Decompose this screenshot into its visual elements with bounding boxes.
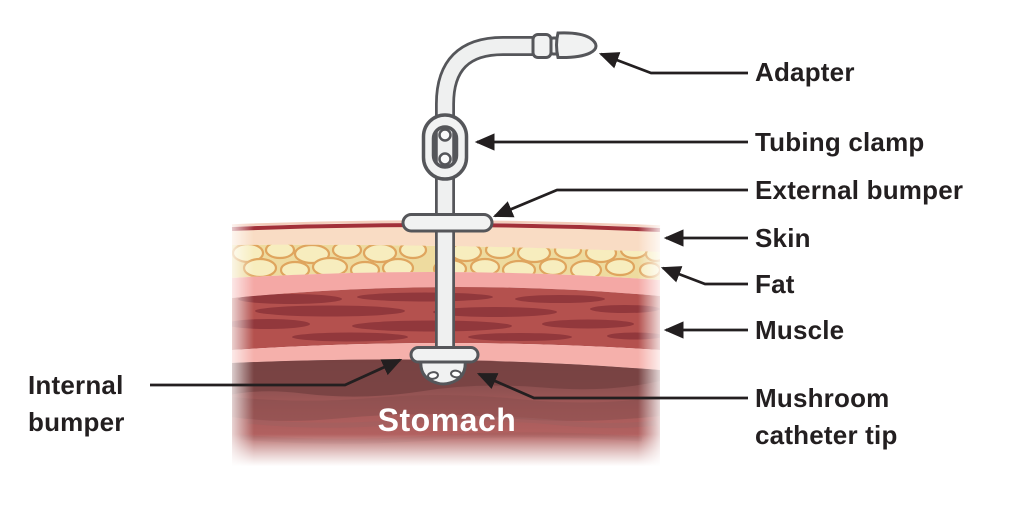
internal-bumper-graphic: [409, 346, 480, 386]
label-stomach: Stomach: [377, 402, 517, 438]
adapter-graphic: [531, 31, 598, 60]
callout-arrows: [150, 52, 748, 400]
tubing-clamp-graphic: [421, 113, 469, 181]
label-internal-bumper: Internal bumper: [28, 370, 125, 437]
label-skin: Skin: [755, 223, 811, 253]
external-bumper-arrow: [492, 188, 748, 218]
fat-arrow: [660, 266, 748, 286]
edge-fades: [224, 216, 666, 472]
label-adapter: Adapter: [755, 57, 855, 87]
feeding-tube-device: [401, 31, 598, 386]
mushroom-catheter-tip-arrow: [476, 372, 748, 400]
adapter-arrow: [598, 52, 748, 75]
label-mushroom-catheter-tip: Mushroom catheter tip: [755, 383, 898, 450]
label-tubing-clamp: Tubing clamp: [755, 127, 925, 157]
label-external-bumper: External bumper: [755, 175, 964, 205]
label-muscle: Muscle: [755, 315, 845, 345]
feeding-tube-fill: [437, 38, 537, 352]
external-bumper-graphic: [401, 213, 494, 233]
internal-bumper-arrow: [150, 358, 403, 387]
label-fat: Fat: [755, 269, 795, 299]
